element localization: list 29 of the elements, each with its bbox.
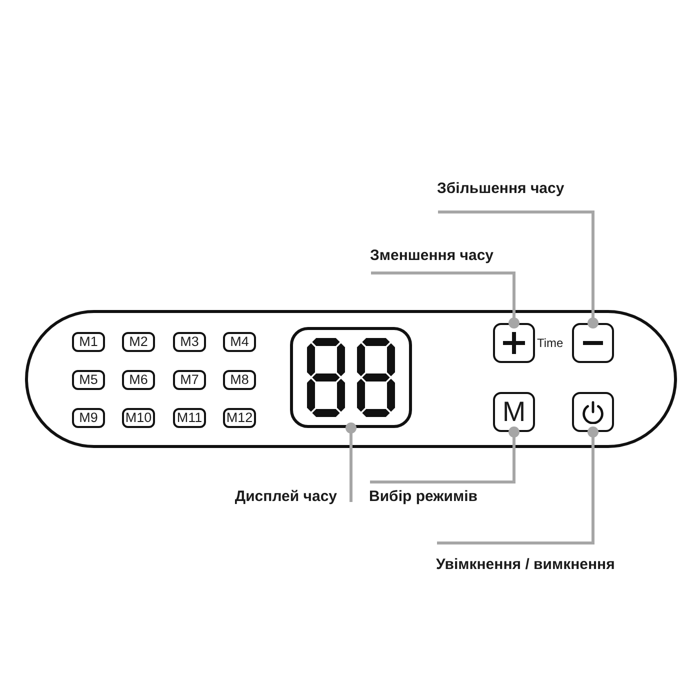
callout-label: Дисплей часу (234, 488, 351, 506)
display-screen (290, 327, 412, 428)
control-panel (25, 310, 677, 448)
power-button (572, 392, 614, 432)
mode-button: M1 (72, 332, 105, 352)
mode-button: M7 (173, 370, 206, 390)
mode-button: M2 (122, 332, 155, 352)
leader-line (437, 426, 598, 544)
minus-button (572, 323, 614, 363)
mode-button: M3 (173, 332, 206, 352)
leader-line (346, 422, 356, 504)
mode-button: M (493, 392, 535, 432)
time-label: Time (537, 337, 564, 350)
callout-label: Зменшення часу (370, 247, 494, 273)
mode-button: M6 (122, 370, 155, 390)
mode-button: M10 (122, 408, 155, 428)
mode-button: M12 (223, 408, 256, 428)
callout-label: Увімкнення / вимкнення (436, 543, 615, 574)
leader-line (438, 210, 598, 328)
leader-line (371, 272, 520, 328)
mode-button: M5 (72, 370, 105, 390)
callout-label: Вибір режимів (369, 482, 478, 506)
mode-button: M4 (223, 332, 256, 352)
mode-button: M9 (72, 408, 105, 428)
plus-button (493, 323, 535, 363)
callout-label: Збільшення часу (437, 180, 564, 212)
mode-button: M11 (173, 408, 206, 428)
mode-button: M8 (223, 370, 256, 390)
leader-line (370, 426, 520, 484)
